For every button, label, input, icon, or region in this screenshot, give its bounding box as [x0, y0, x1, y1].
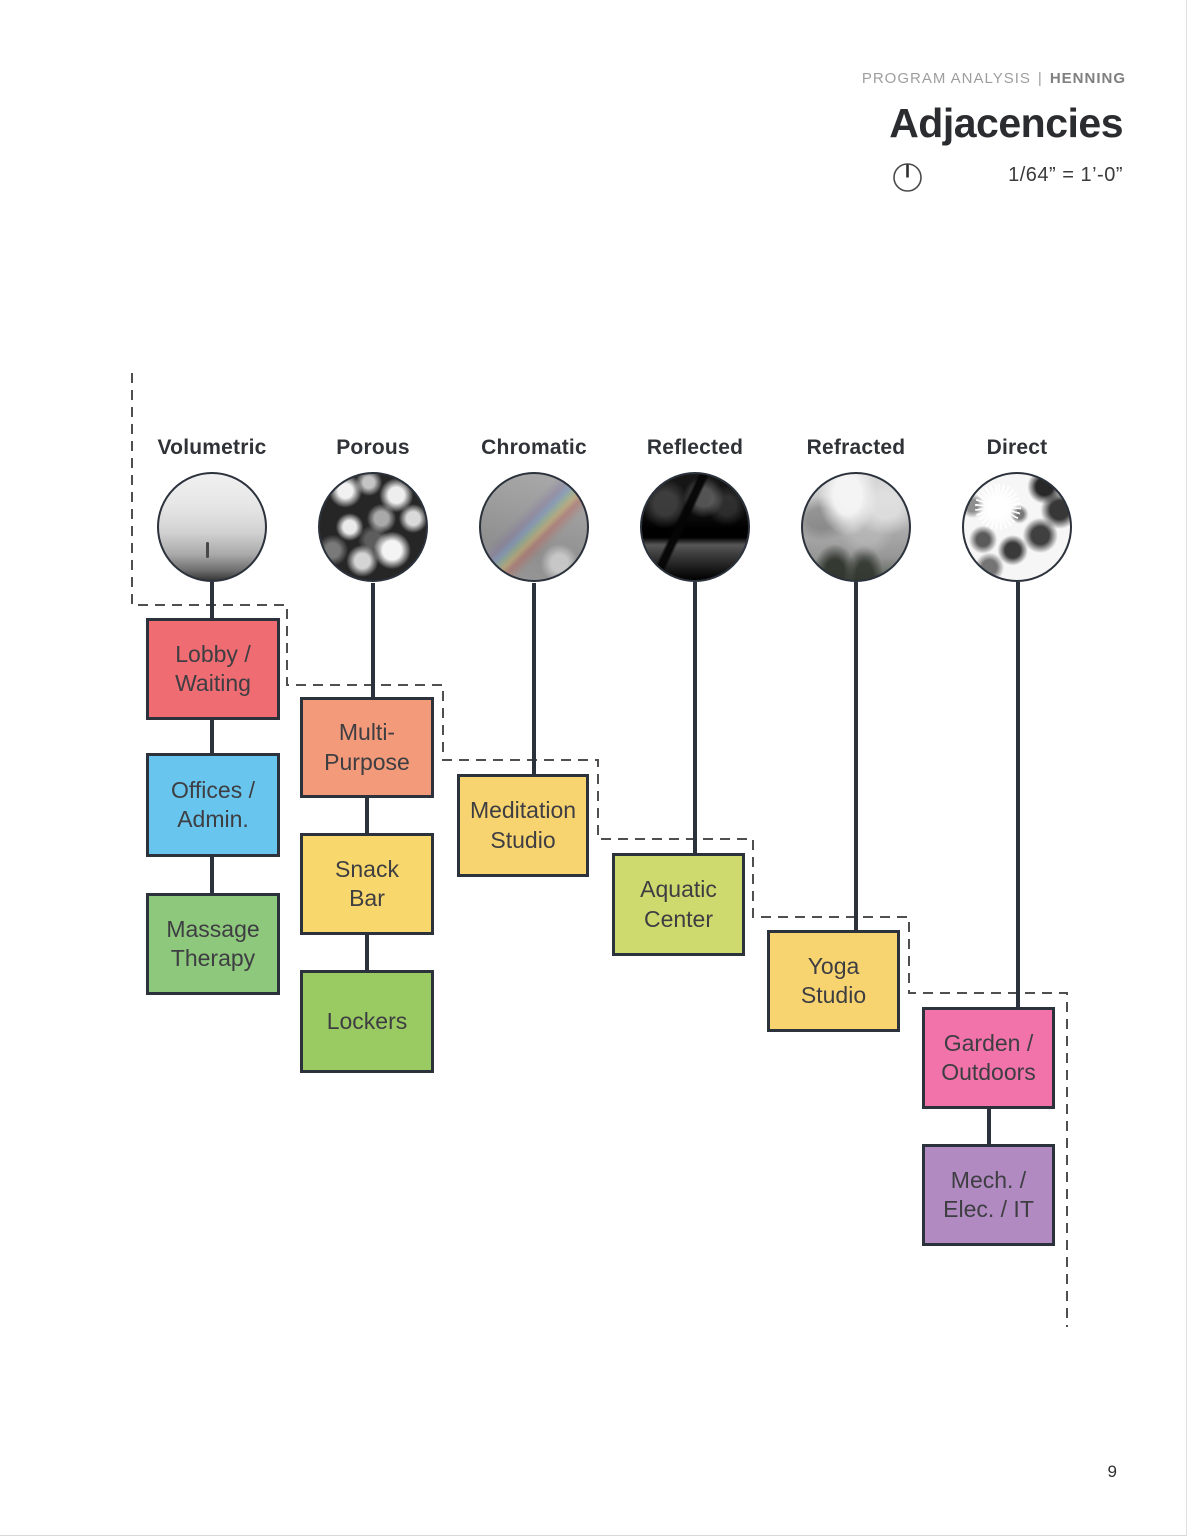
photo-circle-chromatic	[479, 472, 589, 582]
photo-circle-porous	[318, 472, 428, 582]
column-label-chromatic: Chromatic	[481, 436, 587, 459]
program-box-massage-therapy: Massage Therapy	[146, 893, 280, 995]
page-number: 9	[1107, 1462, 1117, 1481]
fog-figure-silhouette	[205, 541, 209, 558]
breadcrumb-author: HENNING	[1049, 70, 1126, 87]
program-box-snack-bar: Snack Bar	[300, 833, 434, 935]
page-title: Adjacencies	[889, 100, 1123, 146]
column-label-direct: Direct	[986, 436, 1048, 459]
breadcrumb-prefix: PROGRAM ANALYSIS	[861, 70, 1031, 87]
breadcrumb-separator: |	[1037, 70, 1043, 87]
program-box-garden-outdoors: Garden / Outdoors	[922, 1007, 1055, 1109]
program-box-multi-purpose: Multi- Purpose	[300, 697, 434, 798]
program-box-meditation-studio: Meditation Studio	[457, 774, 589, 877]
program-box-aquatic-center: Aquatic Center	[612, 853, 745, 956]
column-label-volumetric: Volumetric	[157, 436, 267, 459]
program-box-lobby-waiting: Lobby / Waiting	[146, 618, 280, 720]
column-label-porous: Porous	[336, 436, 410, 459]
photo-circle-reflected	[640, 472, 750, 582]
column-label-reflected: Reflected	[646, 436, 744, 459]
scale-label: 1/64” = 1’-0”	[1008, 164, 1123, 186]
program-box-lockers: Lockers	[300, 970, 434, 1073]
breadcrumb: PROGRAM ANALYSIS | HENNING	[862, 70, 1126, 87]
photo-circle-refracted	[801, 472, 911, 582]
program-box-offices-admin: Offices / Admin.	[146, 753, 280, 857]
photo-circle-direct	[962, 472, 1072, 582]
program-box-yoga-studio: Yoga Studio	[767, 930, 900, 1032]
column-label-refracted: Refracted	[806, 436, 906, 459]
program-box-mech-elec-it: Mech. / Elec. / IT	[922, 1144, 1055, 1246]
north-arrow-icon	[893, 163, 922, 192]
photo-circle-volumetric	[157, 472, 267, 582]
sunburst-icon	[974, 483, 1021, 530]
